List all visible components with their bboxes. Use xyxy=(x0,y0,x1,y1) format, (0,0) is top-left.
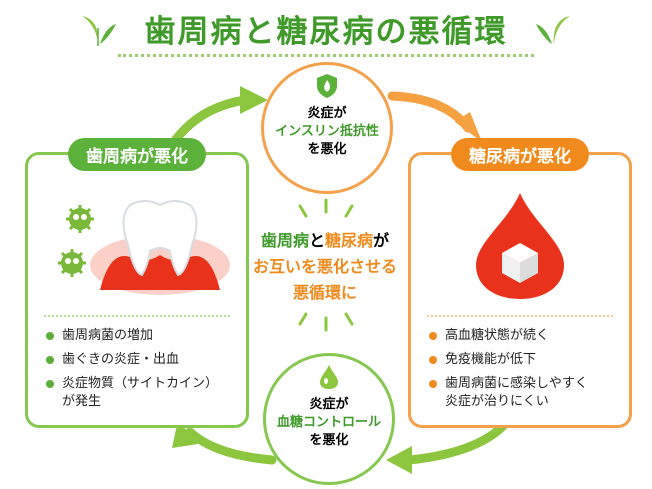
tooth-icon xyxy=(90,200,230,295)
summary-text: と xyxy=(308,231,325,250)
water-drop-icon xyxy=(320,365,338,389)
list-item-continuation: 炎症が治りにくい xyxy=(445,394,549,409)
periodontal-card: 歯周病が悪化 歯周病菌の増加 歯ぐきの炎症・出血 炎症物質（サイトカイン） が発… xyxy=(25,138,249,428)
flame-shield-icon xyxy=(317,74,337,98)
title-divider xyxy=(118,54,534,57)
glycemic-control-circle: 炎症が 血糖コントロール を悪化 xyxy=(263,353,395,485)
insulin-resistance-circle: 炎症が インスリン抵抗性 を悪化 xyxy=(261,62,393,194)
page-title: 歯周病と糖尿病の悪循環 xyxy=(144,14,508,50)
blood-drop-icon xyxy=(476,193,564,299)
cycle-summary: 歯周病と糖尿病が お互いを悪化させる 悪循環に xyxy=(230,228,420,306)
list-item: 炎症物質（サイトカイン） xyxy=(46,375,236,392)
summary-line: お互いを悪化させる xyxy=(252,257,397,276)
circle-line: 炎症が xyxy=(309,397,349,412)
diabetes-card: 糖尿病が悪化 高血糖状態が続く 免疫機能が低下 歯周病菌に感染しやすく 炎症が治… xyxy=(408,138,632,428)
list-item: 歯周病菌に感染しやすく xyxy=(429,375,619,392)
list-item: 免疫機能が低下 xyxy=(429,351,619,368)
arrow-icon-bottom-left xyxy=(185,427,277,465)
circle-emphasis: インスリン抵抗性 xyxy=(275,124,379,139)
circle-emphasis: 血糖コントロール xyxy=(276,415,381,430)
periodontal-header: 歯周病が悪化 xyxy=(68,138,206,171)
sugar-cube-icon xyxy=(502,243,538,283)
arrow-head-top-right xyxy=(455,112,482,142)
summary-term: 歯周病 xyxy=(260,231,309,250)
circle-line: を悪化 xyxy=(307,142,347,157)
list-item: 歯ぐきの炎症・出血 xyxy=(46,351,236,368)
summary-term: 糖尿病 xyxy=(325,231,374,250)
summary-line: 悪循環に xyxy=(292,283,357,302)
list-item-continuation: が発生 xyxy=(62,394,102,409)
arrow-head-bottom-right xyxy=(386,446,412,474)
leaf-icon-right xyxy=(536,16,570,46)
summary-text: が xyxy=(373,231,390,250)
leaf-icon-left xyxy=(82,16,116,46)
bacteria-icon xyxy=(58,205,94,277)
list-item: 歯周病菌の増加 xyxy=(46,327,236,344)
circle-line: を悪化 xyxy=(309,433,349,448)
diabetes-header: 糖尿病が悪化 xyxy=(451,138,589,171)
list-item: 高血糖状態が続く xyxy=(429,327,619,344)
circle-line: 炎症が xyxy=(307,106,347,121)
arrow-head-top-left xyxy=(240,86,268,114)
